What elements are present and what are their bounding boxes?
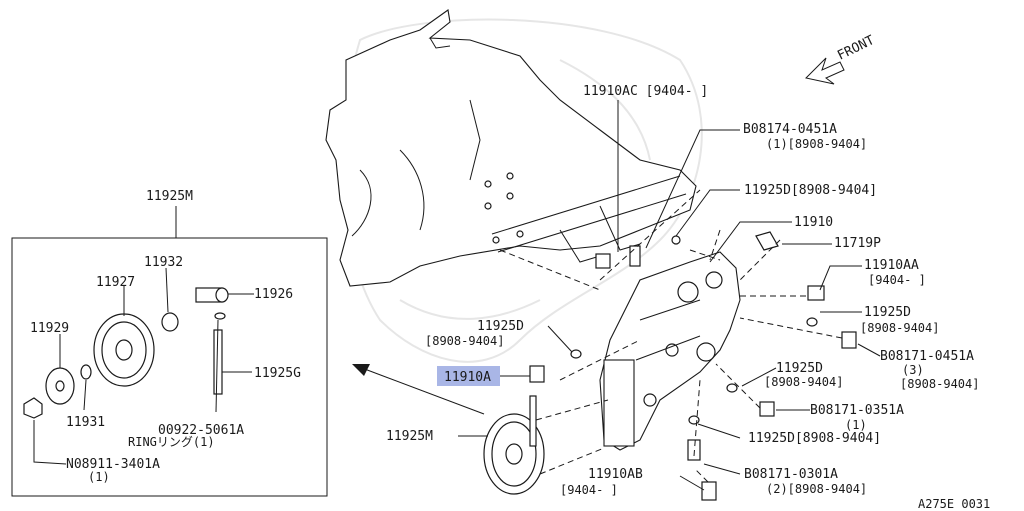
label-08911-3401A: N08911-3401A bbox=[66, 457, 160, 472]
label-08911-qty: (1) bbox=[88, 470, 110, 484]
svg-text:[8908-9404]: [8908-9404] bbox=[860, 321, 939, 335]
svg-text:11925D: 11925D bbox=[864, 305, 911, 320]
svg-text:11925D: 11925D bbox=[776, 361, 823, 376]
alternator-bracket bbox=[599, 251, 741, 451]
highlight-box bbox=[437, 366, 500, 386]
leader-lines bbox=[458, 100, 881, 491]
svg-text:11910A: 11910A bbox=[444, 370, 491, 385]
front-direction-arrow bbox=[804, 57, 845, 85]
bolt-11910AB bbox=[701, 481, 717, 501]
label-11931: 11931 bbox=[66, 415, 105, 430]
detail-box-title: 11925M bbox=[146, 189, 193, 204]
washer-11925D-left bbox=[570, 349, 582, 359]
svg-text:[9404- ]: [9404- ] bbox=[560, 483, 618, 497]
idler-pulley-11925M bbox=[483, 395, 545, 495]
svg-text:(2)[8908-9404]: (2)[8908-9404] bbox=[766, 482, 867, 496]
label-11927: 11927 bbox=[96, 275, 135, 290]
svg-text:(1)[8908-9404]: (1)[8908-9404] bbox=[766, 137, 867, 151]
svg-text:[9404- ]: [9404- ] bbox=[868, 273, 926, 287]
assembly-lines bbox=[499, 189, 843, 483]
callout-08171-0451A: B08171-0451A (3) [8908-9404] bbox=[880, 349, 979, 391]
nut-08911-3401A bbox=[23, 397, 43, 419]
callout-08174-0451A: B08174-0451A (1)[8908-9404] bbox=[743, 122, 867, 151]
figure-id: A275E 0031 bbox=[918, 497, 990, 511]
callout-11910A: 11910A bbox=[437, 366, 500, 386]
label-11929: 11929 bbox=[30, 321, 69, 336]
washer-11925D-lower bbox=[688, 415, 700, 425]
detail-arrow bbox=[352, 364, 485, 415]
svg-text:[8908-9404]: [8908-9404] bbox=[425, 334, 504, 348]
callout-11925M: 11925M bbox=[386, 429, 433, 444]
svg-text:11910AB: 11910AB bbox=[588, 467, 643, 482]
detail-box-frame bbox=[11, 237, 328, 497]
svg-text:11925D: 11925D bbox=[477, 319, 524, 334]
bolt-08171-0351A bbox=[759, 401, 775, 417]
engine-block bbox=[325, 9, 697, 287]
bolt-11910A bbox=[529, 365, 545, 383]
label-11932: 11932 bbox=[144, 255, 183, 270]
svg-text:11910AA: 11910AA bbox=[864, 258, 919, 273]
bolt-head bbox=[595, 253, 611, 269]
callout-11925D-right: 11925D [8908-9404] bbox=[860, 305, 939, 335]
clip-11719P bbox=[755, 231, 779, 251]
washer-11925D bbox=[806, 317, 818, 327]
svg-text:[8908-9404]: [8908-9404] bbox=[764, 375, 843, 389]
callout-11925D-top: 11925D[8908-9404] bbox=[744, 183, 877, 198]
bolts-and-washers bbox=[529, 231, 857, 501]
callout-08171-0351A: B08171-0351A (1) bbox=[810, 403, 904, 432]
arrow-head bbox=[352, 364, 370, 376]
svg-text:[8908-9404]: [8908-9404] bbox=[900, 377, 979, 391]
front-label: FRONT bbox=[835, 33, 877, 64]
washer bbox=[671, 235, 681, 245]
bolt-08171-0451A bbox=[841, 331, 857, 349]
washer-11931 bbox=[80, 364, 92, 380]
detail-box-11925M: 11925M 11932 11927 11926 bbox=[11, 189, 328, 497]
callout-11910AA: 11910AA [9404- ] bbox=[864, 258, 926, 287]
callout-11910AC: 11910AC [9404- ] bbox=[583, 84, 708, 99]
callout-11925D-lower: 11925D[8908-9404] bbox=[748, 431, 881, 446]
callout-08171-0301A: B08171-0301A (2)[8908-9404] bbox=[744, 467, 867, 496]
callout-11925D-left: 11925D [8908-9404] bbox=[425, 319, 524, 348]
svg-text:(1): (1) bbox=[845, 418, 867, 432]
svg-text:B08171-0451A: B08171-0451A bbox=[880, 349, 974, 364]
svg-text:(3): (3) bbox=[902, 363, 924, 377]
label-ring: RINGリング(1) bbox=[128, 435, 215, 449]
label-00922-5061A: 00922-5061A bbox=[158, 423, 244, 438]
callout-11910: 11910 bbox=[794, 215, 833, 230]
callout-11925D-mid: 11925D [8908-9404] bbox=[764, 361, 843, 389]
label-11925G: 11925G bbox=[254, 366, 301, 381]
callout-11719P: 11719P bbox=[834, 236, 881, 251]
bolt-11910AA bbox=[807, 285, 825, 301]
callout-11910AB: 11910AB [9404- ] bbox=[560, 467, 643, 497]
ring-00922-5061A bbox=[214, 312, 226, 320]
spacer-11932 bbox=[161, 312, 179, 332]
washer-11925D-right bbox=[726, 383, 738, 393]
label-11926: 11926 bbox=[254, 287, 293, 302]
svg-text:B08171-0351A: B08171-0351A bbox=[810, 403, 904, 418]
svg-text:B08171-0301A: B08171-0301A bbox=[744, 467, 838, 482]
bolt bbox=[629, 245, 641, 267]
svg-text:B08174-0451A: B08174-0451A bbox=[743, 122, 837, 137]
